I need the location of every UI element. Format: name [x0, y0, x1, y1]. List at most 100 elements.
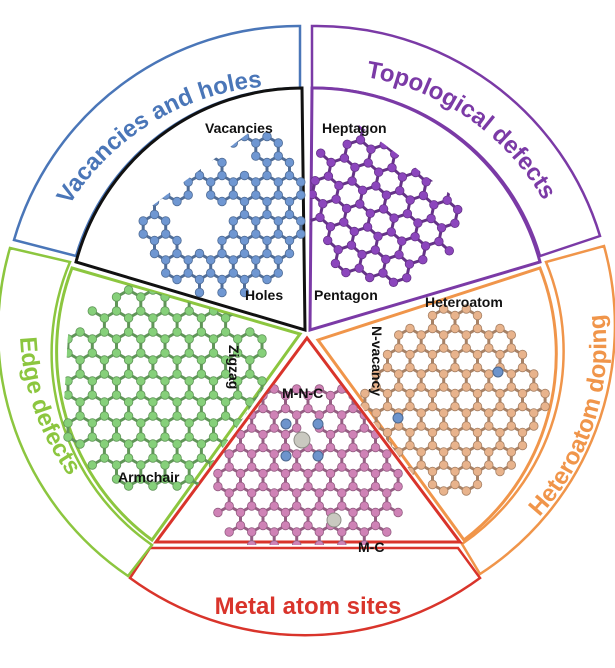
lattice-atom [148, 481, 158, 491]
dopant-atoms [280, 366, 504, 528]
lattice-atom [184, 376, 194, 386]
topological-lattice [310, 116, 468, 288]
lattice-atom [172, 274, 182, 285]
lattice-atom [148, 411, 158, 421]
lattice-atom [224, 462, 234, 472]
lattice-atom [390, 149, 400, 159]
lattice-atom [75, 355, 85, 365]
lattice-atom [172, 355, 182, 365]
lattice-atom [339, 217, 349, 227]
lattice-atom [224, 527, 234, 537]
lattice-atom [269, 449, 279, 459]
lattice-atom [148, 313, 158, 323]
lattice-atom [506, 382, 517, 392]
lattice-atom [326, 157, 336, 168]
lattice-atom [337, 540, 347, 545]
lattice-atom [111, 376, 122, 386]
lattice-atom [194, 131, 205, 142]
lattice-atom [148, 327, 158, 337]
lattice-atom [262, 248, 272, 259]
lattice-atom [416, 382, 426, 392]
lattice-bond [418, 152, 433, 161]
lattice-atom [461, 486, 472, 496]
lattice-atom [269, 501, 279, 511]
lattice-atom [136, 348, 146, 358]
lattice-atom [258, 481, 268, 492]
lattice-atom [258, 507, 268, 518]
lattice-atom [257, 348, 267, 358]
nitrogen-atom [280, 418, 292, 430]
lattice-atom [458, 177, 468, 187]
lattice-atom [348, 429, 358, 440]
lattice-atom [160, 432, 170, 442]
lattice-atom [99, 453, 110, 463]
lattice-atom [196, 439, 207, 449]
lattice-atom [296, 216, 306, 226]
lattice-atom [245, 327, 255, 337]
lattice-atom [251, 255, 261, 265]
lattice-atom [184, 334, 194, 344]
lattice-atom [418, 190, 429, 201]
lattice-atom [194, 248, 205, 259]
lattice-atom [337, 501, 347, 511]
lattice-atom [280, 468, 291, 479]
lattice-atom [382, 462, 392, 472]
lattice-atom [235, 468, 246, 479]
lattice-atom [439, 486, 449, 496]
lattice-atom [325, 390, 336, 401]
lattice-atom [99, 439, 110, 449]
lattice-atom [379, 139, 389, 150]
lattice-atom [495, 427, 505, 438]
lattice-atom [382, 427, 393, 438]
lattice-atom [245, 397, 255, 407]
lattice-atom [429, 135, 440, 146]
lattice-atom [330, 258, 341, 269]
lattice-atom [437, 158, 448, 169]
lattice-atom [123, 397, 134, 407]
lattice-atom [359, 527, 370, 537]
lattice-atom [213, 468, 223, 479]
lattice-atom [393, 481, 403, 492]
lattice-atom [205, 177, 216, 187]
lattice-atom [436, 223, 447, 233]
lattice-atom [378, 268, 388, 278]
lattice-bond [438, 176, 451, 188]
lattice-atom [284, 170, 295, 181]
lattice-atom [149, 209, 160, 220]
lattice-bond [449, 180, 464, 189]
lattice-atom [429, 200, 439, 210]
sector-topological [308, 86, 542, 333]
lattice-atom [239, 248, 250, 259]
lattice-atom [373, 231, 383, 242]
lattice-atom [506, 369, 517, 379]
label-armchair: Armchair [118, 469, 180, 485]
lattice-atom [148, 397, 158, 407]
lattice-atom [506, 343, 517, 353]
lattice-atom [325, 442, 336, 453]
lattice-atom [87, 334, 98, 344]
lattice-atom [273, 268, 284, 278]
lattice-atom [365, 208, 376, 219]
lattice-atom [208, 348, 219, 358]
lattice-atom [183, 255, 193, 265]
lattice-atom [262, 170, 272, 181]
nitrogen-atom [280, 450, 292, 462]
lattice-atom [420, 241, 431, 251]
lattice-atom [235, 507, 246, 518]
lattice-atom [284, 157, 295, 168]
lattice-atom [348, 442, 358, 453]
lattice-atom [262, 209, 272, 220]
lattice-atom [262, 235, 272, 246]
lattice-atom [99, 411, 110, 421]
lattice-atom [310, 217, 312, 227]
lattice-atom [269, 527, 279, 537]
lattice-atom [183, 151, 193, 161]
lattice-atom [337, 527, 347, 537]
lattice-atom [99, 327, 110, 337]
lattice-atom [235, 520, 246, 531]
lattice-atom [217, 157, 227, 168]
lattice-bond [142, 174, 156, 184]
lattice-bond [221, 135, 235, 145]
lattice-atom [111, 334, 122, 344]
lattice-atom [251, 138, 261, 148]
